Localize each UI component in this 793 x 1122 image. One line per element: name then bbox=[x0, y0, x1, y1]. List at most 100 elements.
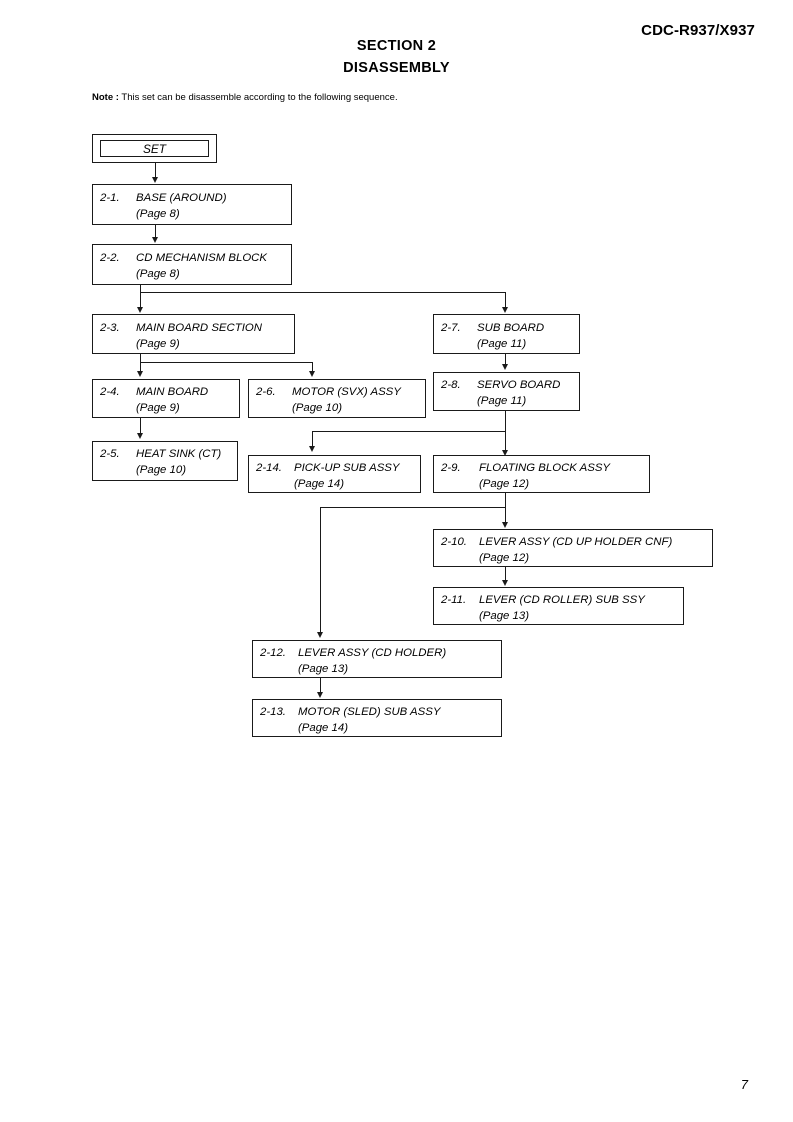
arrow-2-3-to-2-6 bbox=[308, 371, 315, 377]
flow-node-2-14-number: 2-14. bbox=[256, 462, 282, 474]
flow-node-2-1-number: 2-1. bbox=[100, 192, 120, 204]
edge-2-8-to-2-14 bbox=[312, 431, 313, 448]
arrow-2-9-to-2-12 bbox=[316, 632, 323, 638]
flow-node-2-5-title: HEAT SINK (CT) bbox=[136, 448, 222, 460]
flow-node-2-7: 2-7. SUB BOARD (Page 11) bbox=[433, 314, 580, 354]
page-number: 7 bbox=[740, 1077, 748, 1092]
flow-node-2-2-number: 2-2. bbox=[100, 252, 120, 264]
flow-node-2-8-title: SERVO BOARD bbox=[477, 379, 561, 391]
edge-2-2-bus bbox=[140, 292, 506, 293]
edge-2-8-to-2-9 bbox=[505, 431, 506, 452]
flow-node-2-8-number: 2-8. bbox=[441, 379, 461, 391]
note-label: Note : bbox=[92, 92, 119, 103]
flow-node-2-2-page: (Page 8) bbox=[136, 268, 180, 280]
edge-2-1-to-2-2 bbox=[155, 225, 156, 239]
flow-node-2-10-title: LEVER ASSY (CD UP HOLDER CNF) bbox=[479, 536, 673, 548]
page-subtitle: DISASSEMBLY bbox=[343, 60, 450, 76]
flow-node-2-1-page: (Page 8) bbox=[136, 208, 180, 220]
edge-2-3-bus bbox=[140, 362, 313, 363]
flow-node-2-11: 2-11. LEVER (CD ROLLER) SUB SSY (Page 13… bbox=[433, 587, 684, 625]
model-code: CDC-R937/X937 bbox=[641, 22, 755, 39]
flow-node-2-9-title: FLOATING BLOCK ASSY bbox=[479, 462, 611, 474]
arrow-2-3-to-2-4 bbox=[136, 371, 143, 377]
flow-node-2-7-title: SUB BOARD bbox=[477, 322, 545, 334]
note-line: Note : This set can be disassemble accor… bbox=[92, 92, 398, 103]
edge-2-3-to-2-4 bbox=[140, 362, 141, 373]
flow-node-2-1: 2-1. BASE (AROUND) (Page 8) bbox=[92, 184, 292, 225]
flow-node-2-11-title: LEVER (CD ROLLER) SUB SSY bbox=[479, 594, 645, 606]
edge-2-9-to-2-10 bbox=[505, 507, 506, 524]
flow-node-set: SET bbox=[92, 134, 217, 163]
arrow-2-2-to-2-3 bbox=[136, 307, 143, 313]
arrow-set-to-2-1 bbox=[151, 177, 158, 183]
flow-node-2-13-number: 2-13. bbox=[260, 706, 286, 718]
flow-node-2-4-page: (Page 9) bbox=[136, 402, 180, 414]
flow-node-2-5-page: (Page 10) bbox=[136, 464, 187, 476]
flow-node-2-4-number: 2-4. bbox=[100, 386, 120, 398]
edge-2-8-bus bbox=[312, 431, 506, 432]
flow-node-2-6-number: 2-6. bbox=[256, 386, 276, 398]
edge-2-8-stem bbox=[505, 411, 506, 432]
edge-2-7-to-2-8 bbox=[505, 354, 506, 366]
flow-node-2-9: 2-9. FLOATING BLOCK ASSY (Page 12) bbox=[433, 455, 650, 493]
flow-node-2-4: 2-4. MAIN BOARD (Page 9) bbox=[92, 379, 240, 418]
arrow-2-8-to-2-14 bbox=[308, 446, 315, 452]
flow-node-2-14-page: (Page 14) bbox=[294, 478, 345, 490]
flow-node-2-2-title: CD MECHANISM BLOCK bbox=[136, 252, 268, 264]
edge-2-4-to-2-5 bbox=[140, 418, 141, 435]
flow-node-2-5-number: 2-5. bbox=[100, 448, 120, 460]
flow-node-set-title: SET bbox=[143, 142, 166, 156]
flow-node-2-10-number: 2-10. bbox=[441, 536, 467, 548]
edge-2-10-to-2-11 bbox=[505, 567, 506, 584]
arrow-2-2-to-2-7 bbox=[501, 307, 508, 313]
flow-node-2-14: 2-14. PICK-UP SUB ASSY (Page 14) bbox=[248, 455, 421, 493]
flow-node-2-11-page: (Page 13) bbox=[479, 610, 530, 622]
edge-2-2-stem bbox=[140, 285, 141, 293]
flow-node-2-10-page: (Page 12) bbox=[479, 552, 530, 564]
flow-node-2-1-title: BASE (AROUND) bbox=[136, 192, 227, 204]
edge-set-to-2-1 bbox=[155, 163, 156, 179]
flow-node-2-3-number: 2-3. bbox=[100, 322, 120, 334]
flow-node-2-13-page: (Page 14) bbox=[298, 722, 349, 734]
flow-node-2-13-title: MOTOR (SLED) SUB ASSY bbox=[298, 706, 441, 718]
flow-node-2-3: 2-3. MAIN BOARD SECTION (Page 9) bbox=[92, 314, 295, 354]
edge-2-9-bus bbox=[320, 507, 506, 508]
arrow-2-7-to-2-8 bbox=[501, 364, 508, 370]
flow-node-2-8: 2-8. SERVO BOARD (Page 11) bbox=[433, 372, 580, 411]
arrow-2-9-to-2-10 bbox=[501, 522, 508, 528]
edge-2-3-stem bbox=[140, 354, 141, 363]
note-text: This set can be disassemble according to… bbox=[121, 92, 398, 103]
flow-node-2-4-title: MAIN BOARD bbox=[136, 386, 209, 398]
flow-node-2-11-number: 2-11. bbox=[441, 594, 467, 606]
flow-node-2-9-number: 2-9. bbox=[441, 462, 461, 474]
flow-node-2-13: 2-13. MOTOR (SLED) SUB ASSY (Page 14) bbox=[252, 699, 502, 737]
flow-node-2-14-title: PICK-UP SUB ASSY bbox=[294, 462, 400, 474]
flow-node-2-12-page: (Page 13) bbox=[298, 663, 349, 675]
flow-node-2-7-page: (Page 11) bbox=[477, 338, 527, 350]
arrow-2-12-to-2-13 bbox=[316, 692, 323, 698]
flow-node-2-3-page: (Page 9) bbox=[136, 338, 180, 350]
arrow-2-10-to-2-11 bbox=[501, 580, 508, 586]
flow-node-2-12: 2-12. LEVER ASSY (CD HOLDER) (Page 13) bbox=[252, 640, 502, 678]
page-title: SECTION 2 bbox=[356, 38, 437, 54]
flow-node-2-5: 2-5. HEAT SINK (CT) (Page 10) bbox=[92, 441, 238, 481]
edge-2-2-to-2-3 bbox=[140, 292, 141, 309]
flow-node-2-9-page: (Page 12) bbox=[479, 478, 530, 490]
flow-node-2-6-page: (Page 10) bbox=[292, 402, 343, 414]
flow-node-2-2: 2-2. CD MECHANISM BLOCK (Page 8) bbox=[92, 244, 292, 285]
arrow-2-1-to-2-2 bbox=[151, 237, 158, 243]
arrow-2-4-to-2-5 bbox=[136, 433, 143, 439]
flow-node-2-7-number: 2-7. bbox=[441, 322, 461, 334]
edge-2-12-to-2-13 bbox=[320, 678, 321, 695]
arrow-2-8-to-2-9 bbox=[501, 450, 508, 456]
set-inner-frame bbox=[100, 140, 209, 157]
flow-node-2-12-number: 2-12. bbox=[260, 647, 286, 659]
edge-2-2-to-2-7 bbox=[505, 292, 506, 309]
edge-2-9-stem bbox=[505, 493, 506, 515]
flow-node-2-6-title: MOTOR (SVX) ASSY bbox=[292, 386, 401, 398]
edge-2-3-to-2-6 bbox=[312, 362, 313, 373]
edge-2-9-to-2-12 bbox=[320, 507, 321, 634]
flow-node-2-6: 2-6. MOTOR (SVX) ASSY (Page 10) bbox=[248, 379, 426, 418]
flow-node-2-10: 2-10. LEVER ASSY (CD UP HOLDER CNF) (Pag… bbox=[433, 529, 713, 567]
